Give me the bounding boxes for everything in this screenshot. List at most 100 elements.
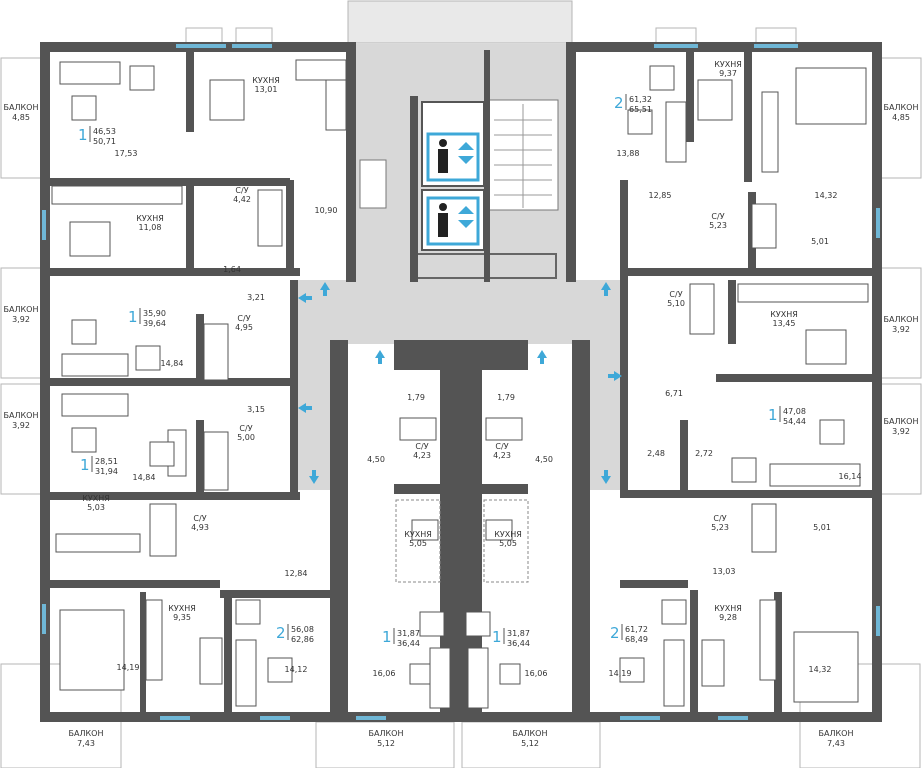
room-area: 2,48 [647,449,665,458]
room-area: 2,72 [695,449,713,458]
room-name: С/У [415,442,428,451]
room-area: 9,37 [719,69,737,78]
furniture [51,59,869,709]
apartment-total-area: 39,64 [143,319,166,328]
entry-arrows [298,282,622,484]
room-area: 14,12 [285,665,308,674]
room-name: КУХНЯ [252,76,280,85]
room-area: 5,23 [709,221,727,230]
room-area: 5,23 [711,523,729,532]
apartment-labels: 1 1 1 2 1 1 2 1 2 46,5350,7135,9039,6428… [78,94,806,648]
balcony-area: 3,92 [12,421,30,430]
room-area: 10,90 [315,206,338,215]
room-area: 4,50 [367,455,385,464]
balcony-name: БАЛКОН [4,305,39,314]
apartment-total-area: 65,51 [629,105,652,114]
room-area: 4,42 [233,195,251,204]
room-area: 11,08 [139,223,162,232]
apartment-living-area: 61,32 [629,95,652,104]
balcony-name: БАЛКОН [513,729,548,738]
balcony-name: БАЛКОН [69,729,104,738]
balcony-area: 7,43 [827,739,845,748]
room-area: 12,85 [649,191,672,200]
room-area: 4,50 [535,455,553,464]
balcony-area: 3,92 [892,325,910,334]
balcony-labels: БАЛКОН4,85БАЛКОН3,92БАЛКОН3,92БАЛКОН7,43… [4,103,919,748]
apartment-room-count: 2 [614,94,624,112]
stair-core [359,99,559,279]
balcony-area: 4,85 [12,113,30,122]
room-area: 9,28 [719,613,737,622]
apartment-living-area: 31,87 [507,629,530,638]
room-area: 4,23 [413,451,431,460]
apartment-living-area: 28,51 [95,457,118,466]
room-name: С/У [237,314,250,323]
balcony-name: БАЛКОН [884,315,919,324]
room-area: 1,64 [223,265,241,274]
room-name: С/У [495,442,508,451]
room-area: 12,84 [285,569,308,578]
balcony-name: БАЛКОН [4,411,39,420]
apartment-room-count: 1 [768,406,778,424]
apartment-room-count: 1 [492,628,502,646]
room-area: 5,05 [499,539,517,548]
room-area: 6,71 [665,389,683,398]
room-area: 5,00 [237,433,255,442]
apartment-room-count: 1 [128,308,138,326]
apartment-total-area: 62,86 [291,635,314,644]
room-name: КУХНЯ [404,530,432,539]
room-name: КУХНЯ [82,494,110,503]
lift-icon [438,203,474,237]
balcony-area: 3,92 [12,315,30,324]
room-area: 14,84 [133,473,156,482]
apartment-room-count: 2 [276,624,286,642]
room-area: 3,21 [247,293,265,302]
room-area: 4,95 [235,323,253,332]
room-area: 4,23 [493,451,511,460]
balcony-name: БАЛКОН [369,729,404,738]
apartment-room-count: 1 [78,126,88,144]
apartment-total-area: 36,44 [507,639,530,648]
room-name: С/У [239,424,252,433]
balcony-name: БАЛКОН [4,103,39,112]
apartment-living-area: 31,87 [397,629,420,638]
room-area: 9,35 [173,613,191,622]
kitchen-zones [395,499,529,583]
room-area: 14,32 [809,665,832,674]
apartment-total-area: 31,94 [95,467,118,476]
room-area: 13,88 [617,149,640,158]
balcony-name: БАЛКОН [884,417,919,426]
room-name: КУХНЯ [770,310,798,319]
balcony-area: 3,92 [892,427,910,436]
apartment-living-area: 46,53 [93,127,116,136]
room-area: 13,45 [773,319,796,328]
room-name: С/У [711,212,724,221]
apartment-total-area: 36,44 [397,639,420,648]
room-name: КУХНЯ [136,214,164,223]
room-area: 14,84 [161,359,184,368]
apartment-room-count: 1 [80,456,90,474]
room-area: 17,53 [115,149,138,158]
room-area: 3,15 [247,405,265,414]
room-area: 14,32 [815,191,838,200]
room-name: С/У [669,290,682,299]
lift-icon [438,139,474,173]
room-area: 4,93 [191,523,209,532]
room-area: 5,01 [811,237,829,246]
balcony-area: 4,85 [892,113,910,122]
apartment-living-area: 47,08 [783,407,806,416]
balcony-area: 5,12 [521,739,539,748]
room-area: 5,03 [87,503,105,512]
room-area: 1,79 [497,393,515,402]
balcony-name: БАЛКОН [819,729,854,738]
room-name: КУХНЯ [494,530,522,539]
room-area: 5,10 [667,299,685,308]
room-area: 5,01 [813,523,831,532]
room-area: 13,03 [713,567,736,576]
room-area: 14,19 [117,663,140,672]
room-area: 16,06 [373,669,396,678]
room-name: КУХНЯ [714,60,742,69]
room-labels: КУХНЯ13,0117,5310,90КУХНЯ11,08С/У4,421,6… [82,60,861,678]
